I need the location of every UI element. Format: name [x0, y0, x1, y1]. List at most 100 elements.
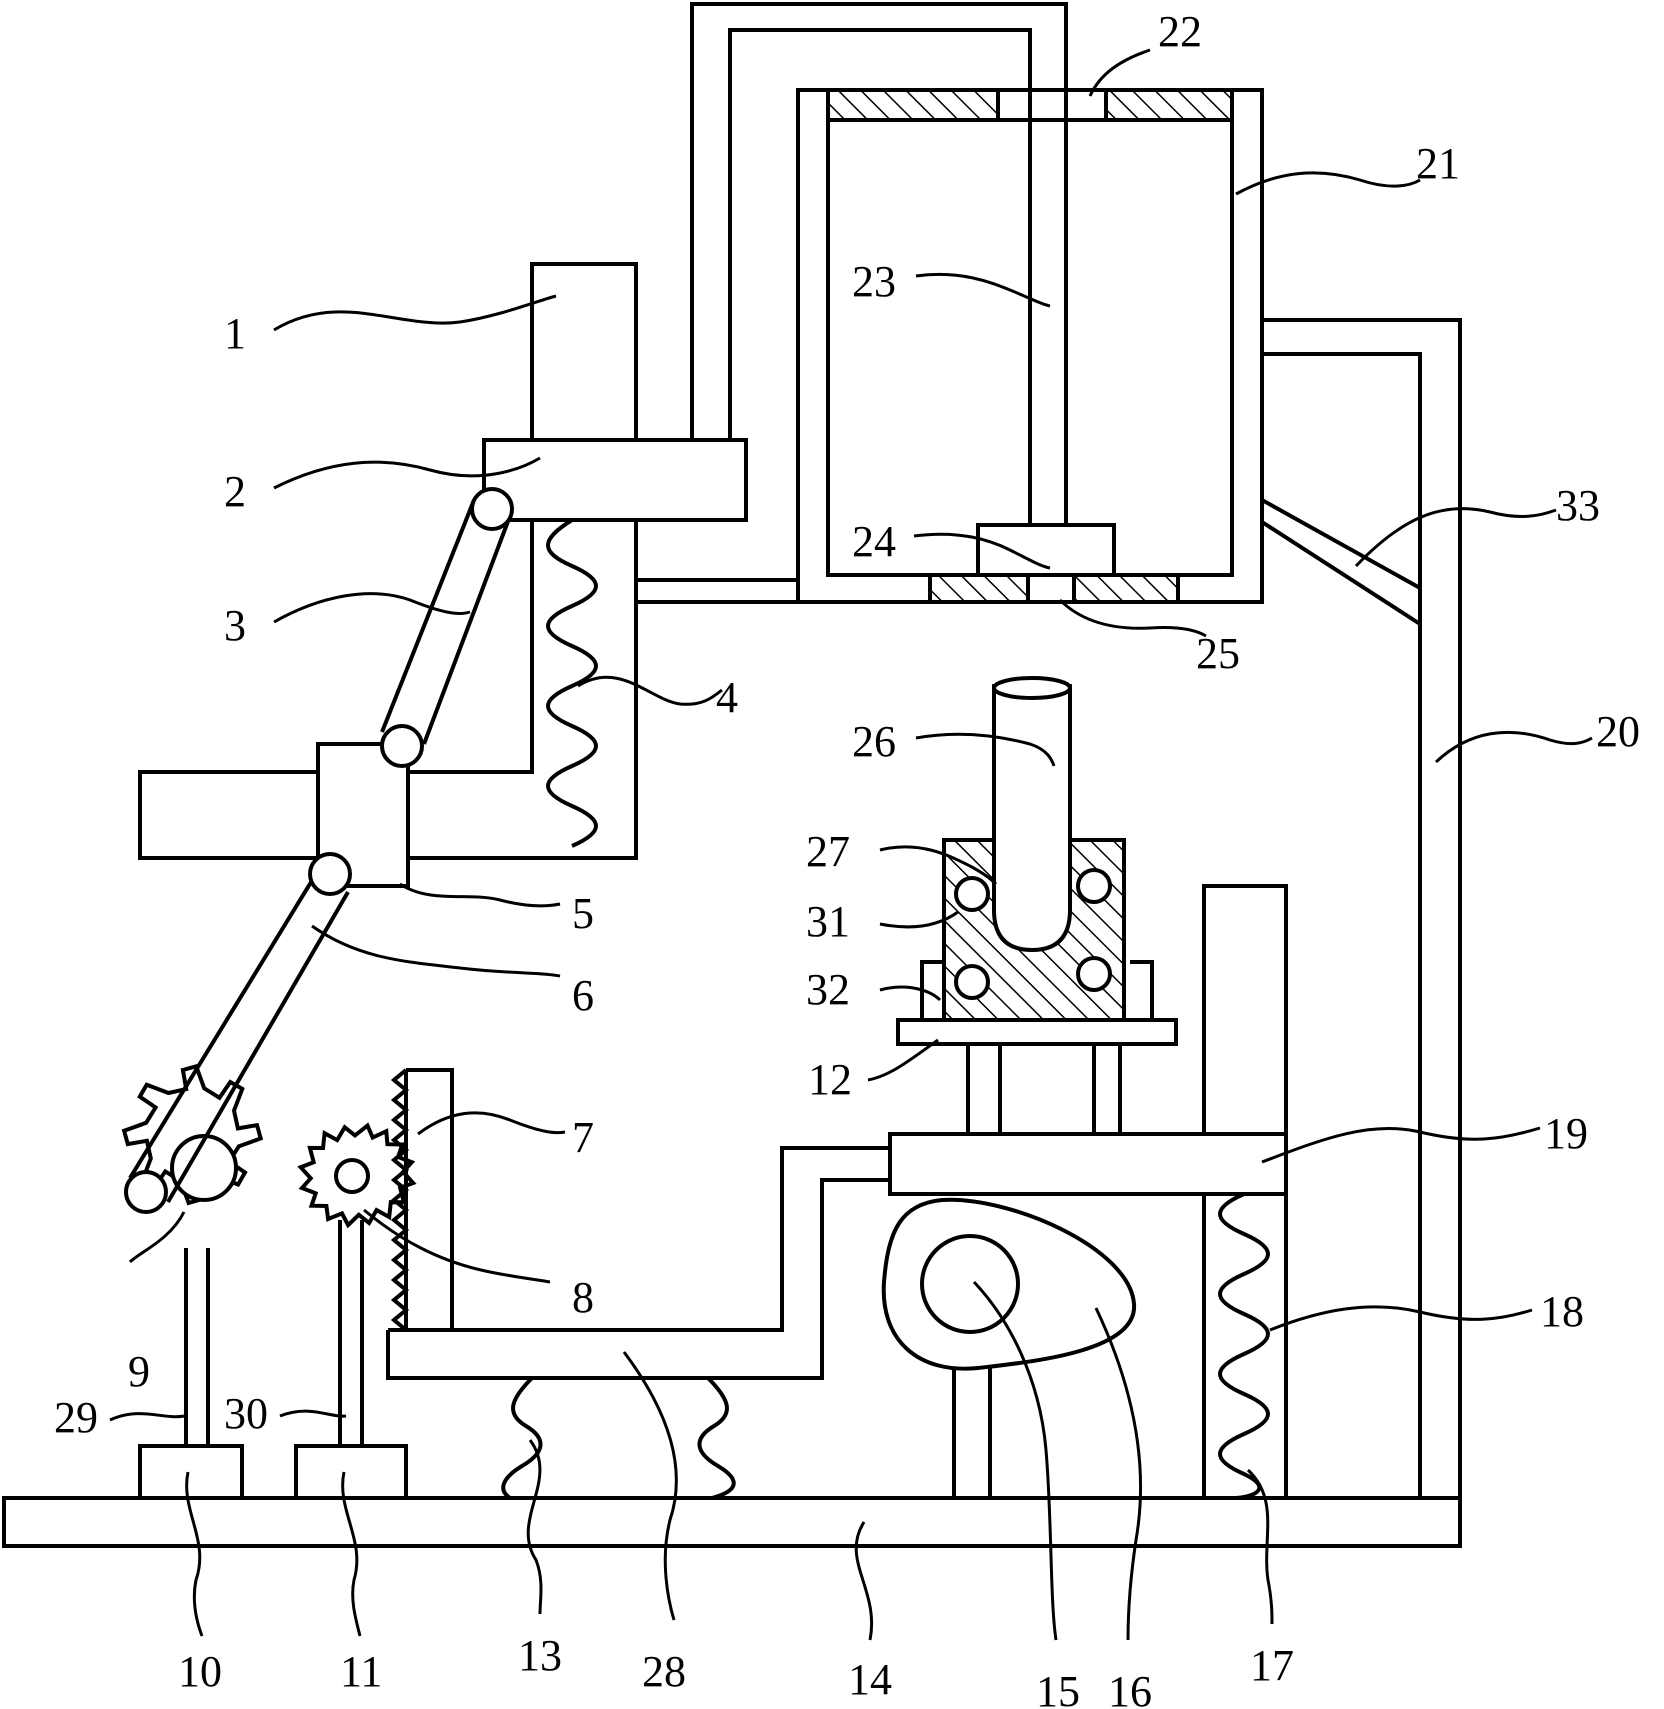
pivot-middle	[380, 724, 424, 768]
label-1: 1	[224, 309, 246, 358]
label-30: 30	[224, 1389, 268, 1438]
label-7: 7	[572, 1113, 594, 1162]
reference-labels: 1 2 3 4 5 6 7 8 9 10 11 12 13 14 15 16 1…	[54, 7, 1640, 1709]
label-5: 5	[572, 889, 594, 938]
label-13: 13	[518, 1631, 562, 1680]
label-32: 32	[806, 965, 850, 1014]
leader-1	[273, 294, 557, 332]
roller-31	[954, 876, 990, 912]
cam-shaft-15	[920, 1234, 1020, 1334]
label-29: 29	[54, 1393, 98, 1442]
label-16: 16	[1108, 1667, 1152, 1709]
slider-plate	[482, 438, 748, 522]
platform-12	[896, 1018, 1178, 1046]
horizontal-bar-19	[888, 1132, 1288, 1196]
leader-25	[1058, 598, 1207, 638]
leader-31	[879, 910, 959, 929]
label-6: 6	[572, 971, 594, 1020]
label-4: 4	[716, 673, 738, 722]
bottom-wall-hatch-left	[928, 573, 1030, 604]
label-14: 14	[848, 1655, 892, 1704]
leader-33	[1354, 507, 1557, 568]
leader-5	[399, 882, 561, 908]
label-18: 18	[1540, 1287, 1584, 1336]
shaft-29	[184, 1248, 210, 1446]
leader-22	[1088, 48, 1151, 97]
cam-support	[952, 1362, 992, 1498]
spring-13a	[501, 1376, 543, 1500]
leader-14	[854, 1521, 873, 1641]
label-22: 22	[1158, 7, 1202, 56]
label-33: 33	[1556, 481, 1600, 530]
leader-29	[109, 1412, 185, 1422]
label-3: 3	[224, 601, 246, 650]
label-9: 9	[128, 1347, 150, 1396]
shaft-30	[338, 1220, 364, 1446]
leader-17	[1246, 1468, 1274, 1625]
label-11: 11	[340, 1647, 382, 1696]
pivot-lower	[308, 852, 352, 896]
leader-19	[1261, 1126, 1541, 1164]
rack-teeth	[390, 1068, 410, 1332]
leader-28	[622, 1351, 678, 1621]
leader-23	[915, 272, 1051, 308]
connecting-bar	[636, 578, 798, 604]
label-21: 21	[1416, 139, 1460, 188]
right-frame-column	[1262, 318, 1462, 1498]
label-10: 10	[178, 1647, 222, 1696]
label-17: 17	[1250, 1641, 1294, 1690]
roller-bottom-right	[1076, 956, 1112, 992]
motor-block-10	[138, 1444, 244, 1500]
leader-27	[879, 845, 998, 886]
platform-side-blocks	[920, 960, 1154, 1020]
link-rod-6	[128, 872, 350, 1204]
l-shaped-arm	[386, 1146, 890, 1380]
pivot-gear	[124, 1170, 168, 1214]
label-23: 23	[852, 257, 896, 306]
label-31: 31	[806, 897, 850, 946]
label-20: 20	[1596, 707, 1640, 756]
base-plate	[2, 1496, 1462, 1548]
roller-top-right	[1076, 868, 1112, 904]
label-12: 12	[808, 1055, 852, 1104]
leader-9	[128, 1211, 186, 1264]
leader-3	[273, 592, 471, 624]
small-gear-hub	[334, 1158, 370, 1194]
top-wall-hatch-right	[1104, 88, 1234, 122]
label-19: 19	[1544, 1109, 1588, 1158]
u-pipe	[690, 2, 1068, 525]
leader-32	[879, 985, 942, 1002]
pivot-top	[470, 487, 514, 531]
motor-block-11	[294, 1444, 408, 1500]
spring-13b	[697, 1376, 736, 1500]
label-26: 26	[852, 717, 896, 766]
tube-26	[992, 684, 1072, 953]
diagonal-brace	[1260, 498, 1422, 626]
label-25: 25	[1196, 629, 1240, 678]
label-8: 8	[572, 1273, 594, 1322]
bottom-wall-hatch-right	[1072, 573, 1180, 604]
top-wall-hatch-left	[826, 88, 1000, 122]
platform-legs	[966, 1040, 1122, 1134]
label-24: 24	[852, 517, 896, 566]
leader-26	[915, 732, 1056, 767]
link-rod-3	[380, 499, 512, 745]
large-gear-hub	[170, 1134, 238, 1202]
leader-10	[185, 1471, 204, 1637]
leader-15	[972, 1280, 1058, 1641]
leader-21	[1235, 171, 1421, 196]
leader-18	[1269, 1305, 1533, 1332]
leader-20	[1434, 730, 1593, 764]
spring-4	[546, 518, 598, 848]
label-28: 28	[642, 1647, 686, 1696]
rack-7	[404, 1068, 454, 1330]
spring-17	[1218, 1192, 1270, 1500]
leader-24	[913, 532, 1051, 570]
leader-lines	[109, 48, 1593, 1641]
leader-13	[526, 1439, 543, 1615]
leader-30	[279, 1409, 347, 1418]
roller-32	[954, 964, 990, 1000]
leader-16	[1094, 1307, 1142, 1641]
label-15: 15	[1036, 1667, 1080, 1709]
